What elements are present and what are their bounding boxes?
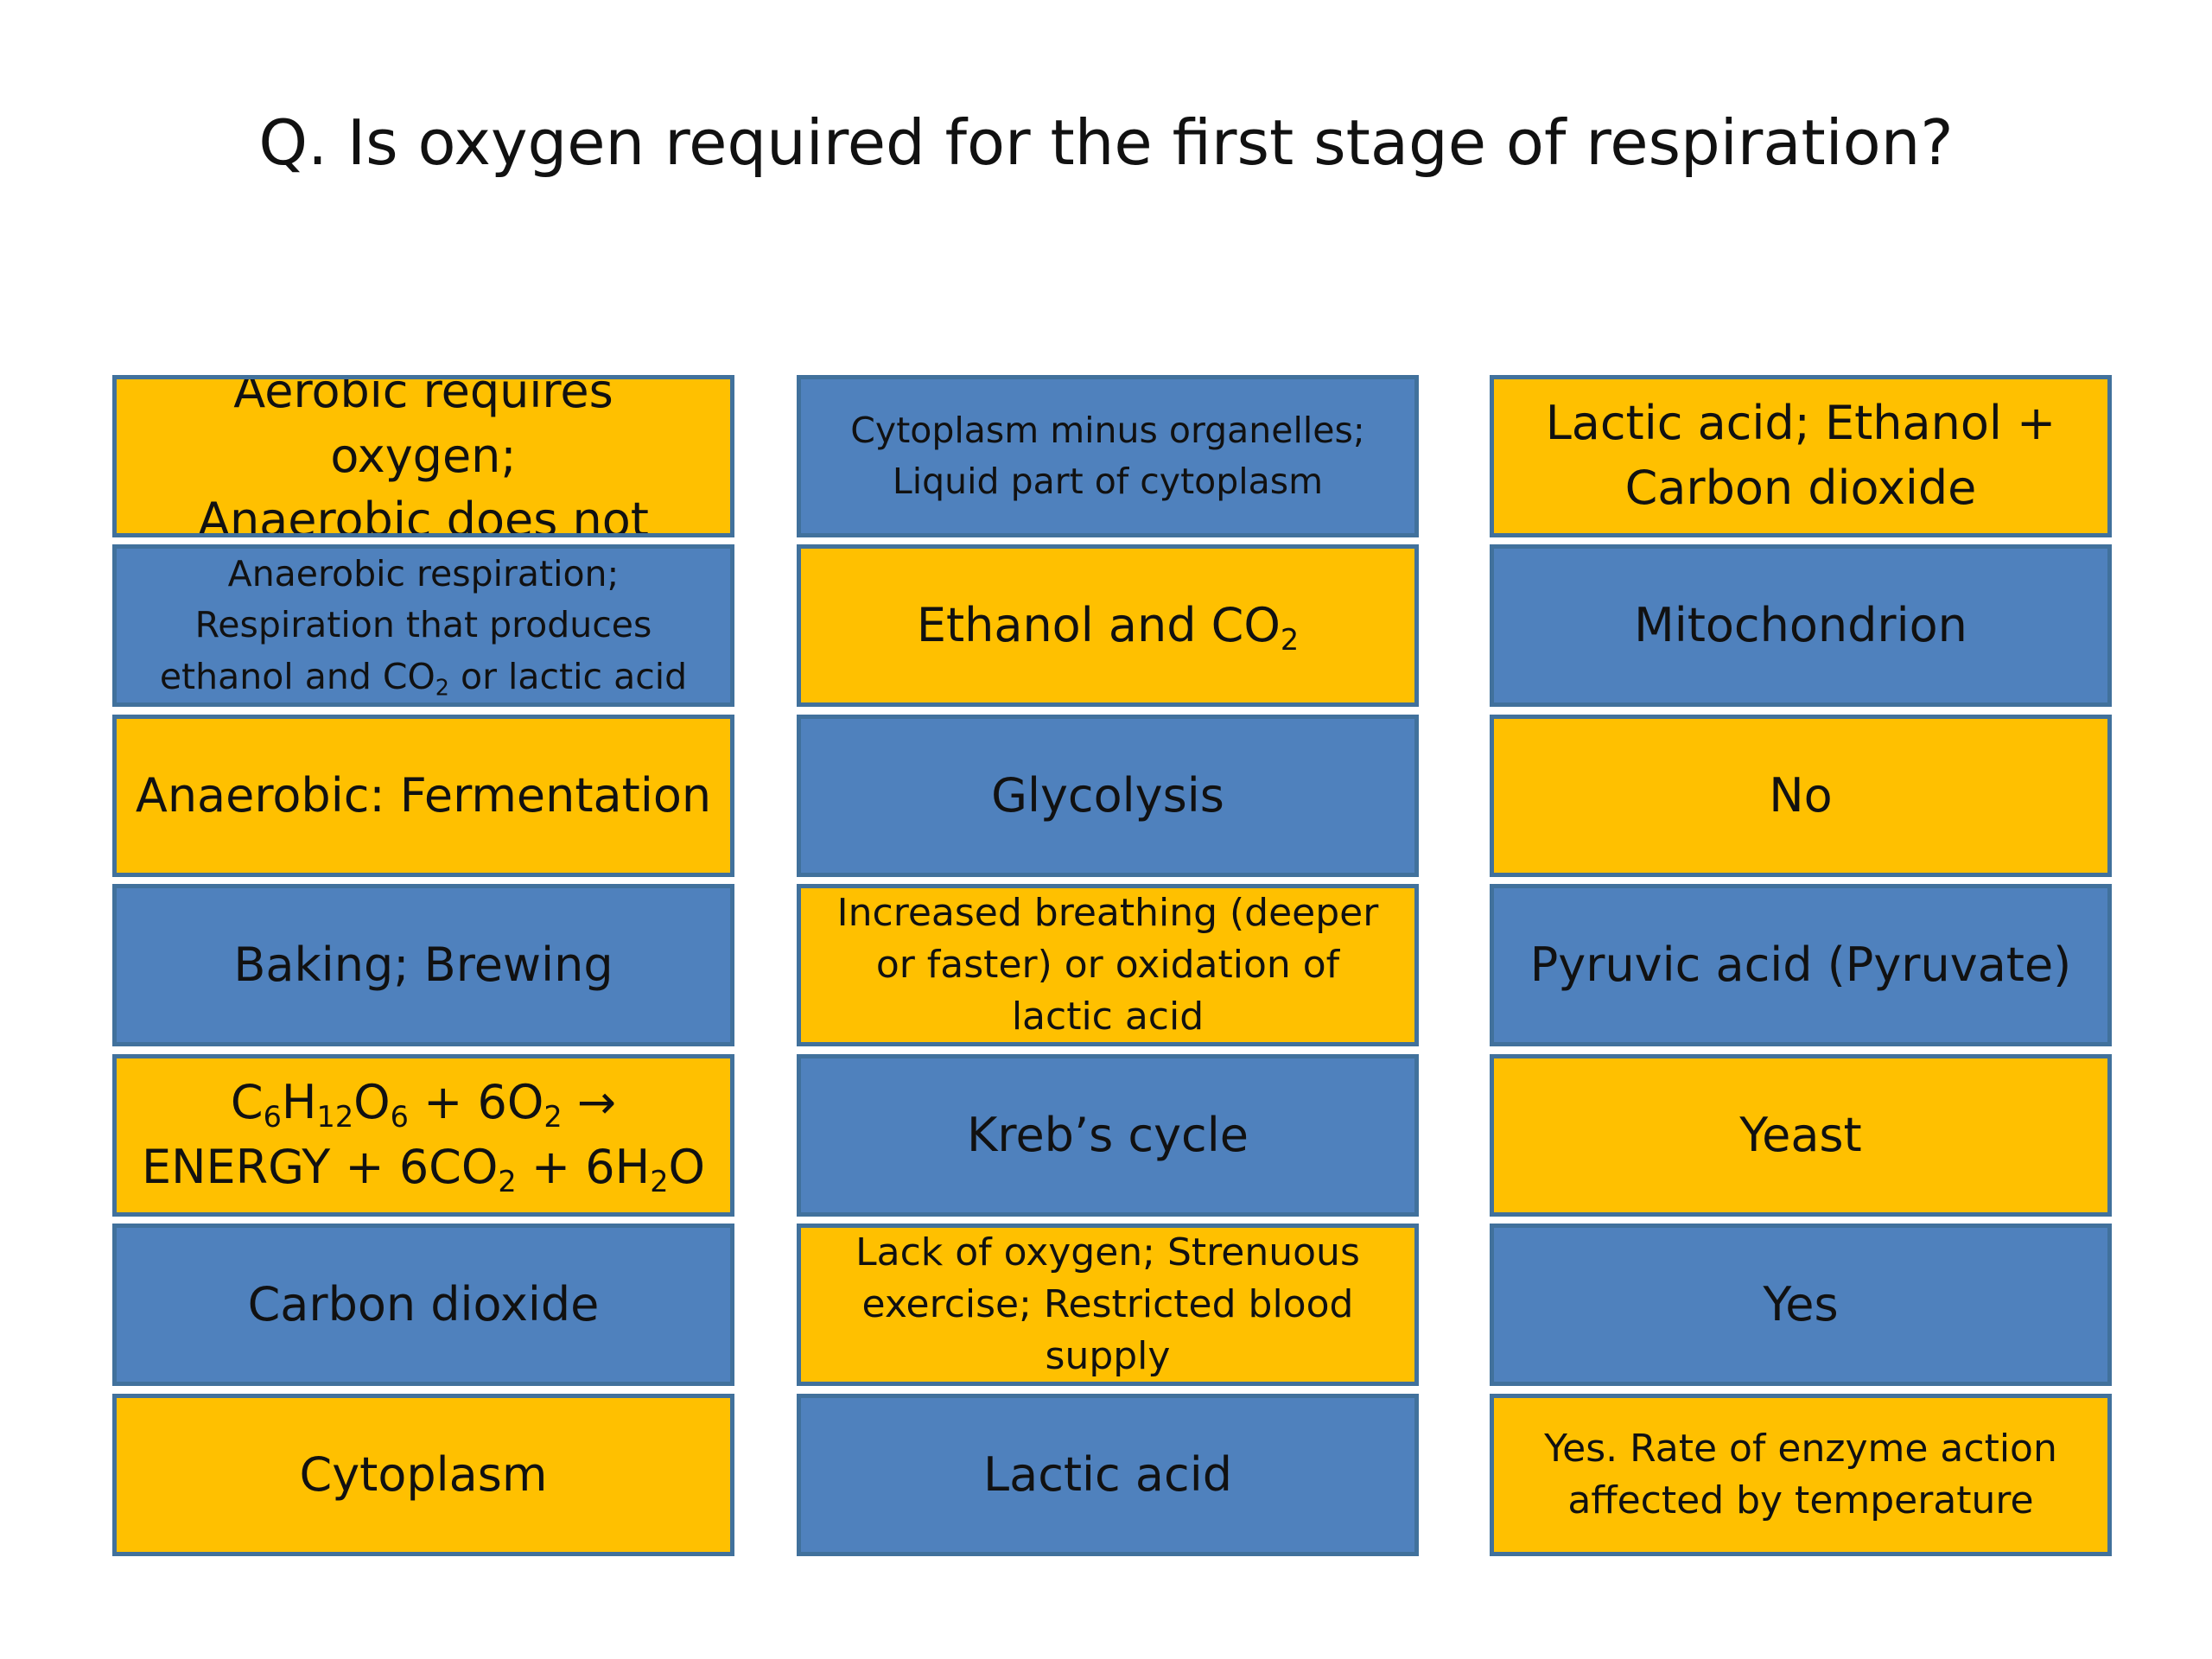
card-col3-6[interactable]: Yes xyxy=(1490,1224,2112,1386)
card-text: Lactic acid xyxy=(983,1446,1232,1502)
card-text: Lack of oxygen; Strenuous exercise; Rest… xyxy=(855,1230,1360,1378)
card-col3-4[interactable]: Pyruvic acid (Pyruvate) xyxy=(1490,884,2112,1046)
card-col1-4[interactable]: Baking; Brewing xyxy=(112,884,734,1046)
card-col2-5[interactable]: Kreb’s cycle xyxy=(797,1054,1419,1217)
card-col2-2[interactable]: Ethanol and CO2 xyxy=(797,544,1419,707)
card-col3-5[interactable]: Yeast xyxy=(1490,1054,2112,1217)
card-col1-1[interactable]: Aerobic requires oxygen; Anaerobic does … xyxy=(112,375,734,537)
card-text: Yeast xyxy=(1739,1107,1862,1162)
card-col2-1[interactable]: Cytoplasm minus organelles; Liquid part … xyxy=(797,375,1419,537)
card-text: Aerobic requires oxygen; Anaerobic does … xyxy=(198,375,649,537)
card-text: Increased breathing (deeper or faster) o… xyxy=(836,891,1379,1039)
question-title: Q. Is oxygen required for the first stag… xyxy=(258,106,1954,179)
card-col3-2[interactable]: Mitochondrion xyxy=(1490,544,2112,707)
card-text: Baking; Brewing xyxy=(233,937,613,992)
card-col1-6[interactable]: Carbon dioxide xyxy=(112,1224,734,1386)
card-col2-6[interactable]: Lack of oxygen; Strenuous exercise; Rest… xyxy=(797,1224,1419,1386)
card-col2-7[interactable]: Lactic acid xyxy=(797,1394,1419,1556)
card-text: Pyruvic acid (Pyruvate) xyxy=(1529,937,2072,992)
card-col1-3[interactable]: Anaerobic: Fermentation xyxy=(112,715,734,877)
card-col3-1[interactable]: Lactic acid; Ethanol + Carbon dioxide xyxy=(1490,375,2112,537)
card-text: Anaerobic: Fermentation xyxy=(135,767,712,823)
card-text: Mitochondrion xyxy=(1634,597,1967,652)
card-text: Yes. Rate of enzyme action affected by t… xyxy=(1544,1427,2057,1522)
card-col3-3[interactable]: No xyxy=(1490,715,2112,877)
card-text: No xyxy=(1769,767,1833,823)
card-text: Ethanol and CO2 xyxy=(916,597,1300,657)
card-col1-5[interactable]: C6H12O6 + 6O2 →ENERGY + 6CO2 + 6H2O xyxy=(112,1054,734,1217)
card-text: Cytoplasm xyxy=(299,1446,548,1502)
card-col1-2[interactable]: Anaerobic respiration;Respiration that p… xyxy=(112,544,734,707)
card-col2-3[interactable]: Glycolysis xyxy=(797,715,1419,877)
card-text: Carbon dioxide xyxy=(247,1276,600,1332)
card-col1-7[interactable]: Cytoplasm xyxy=(112,1394,734,1556)
card-col3-7[interactable]: Yes. Rate of enzyme action affected by t… xyxy=(1490,1394,2112,1556)
card-text: Lactic acid; Ethanol + Carbon dioxide xyxy=(1545,396,2056,515)
equation-text: C6H12O6 + 6O2 →ENERGY + 6CO2 + 6H2O xyxy=(141,1075,706,1199)
card-text: Glycolysis xyxy=(991,767,1224,823)
card-col2-4[interactable]: Increased breathing (deeper or faster) o… xyxy=(797,884,1419,1046)
card-text: Yes xyxy=(1763,1276,1839,1332)
card-text: Kreb’s cycle xyxy=(967,1107,1249,1162)
card-text: Cytoplasm minus organelles; Liquid part … xyxy=(850,409,1365,502)
card-text: Anaerobic respiration;Respiration that p… xyxy=(159,552,688,701)
